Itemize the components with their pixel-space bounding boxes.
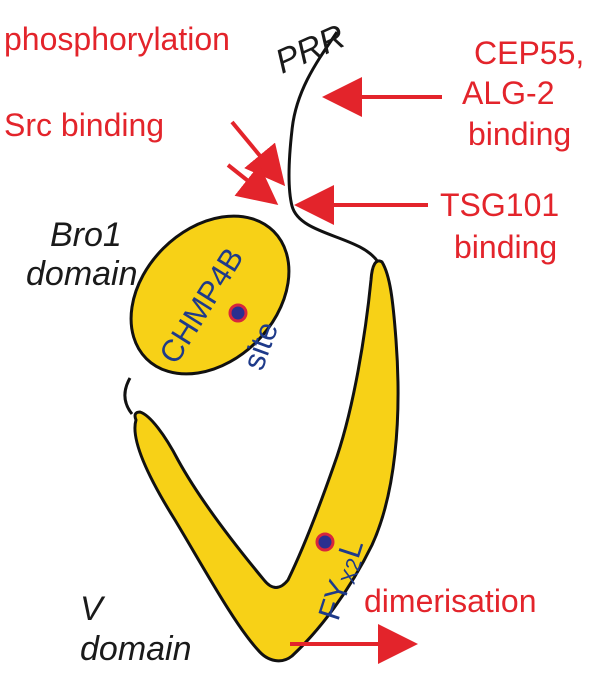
bro1-domain-shape: [129, 214, 291, 376]
bro1-v-linker-line: [123, 377, 134, 415]
bro1-label-line1: Bro1: [50, 216, 122, 254]
tsg101-label-line2: binding: [454, 229, 557, 265]
cep55-label-line2: ALG-2: [462, 75, 554, 111]
phosphorylation-label: phosphorylation: [4, 21, 230, 57]
phosphorylation-arrow: [230, 120, 286, 187]
tsg101-label-line1: TSG101: [440, 187, 559, 223]
fyx2l-site-dot: [315, 532, 335, 552]
chmp4b-site-dot: [228, 303, 248, 323]
bro1-label-line2: domain: [26, 255, 138, 293]
v-domain-shape: [133, 259, 400, 663]
prr-tail-line: [287, 31, 380, 263]
dimerisation-label: dimerisation: [364, 583, 537, 619]
cep55-label-line1: CEP55,: [474, 35, 584, 71]
src-binding-label: Src binding: [4, 107, 164, 143]
src-binding-arrow: [226, 163, 279, 205]
cep55-label-line3: binding: [468, 116, 571, 152]
v-domain-label-line2: domain: [80, 630, 192, 668]
v-domain-label-line1: V: [80, 590, 106, 628]
